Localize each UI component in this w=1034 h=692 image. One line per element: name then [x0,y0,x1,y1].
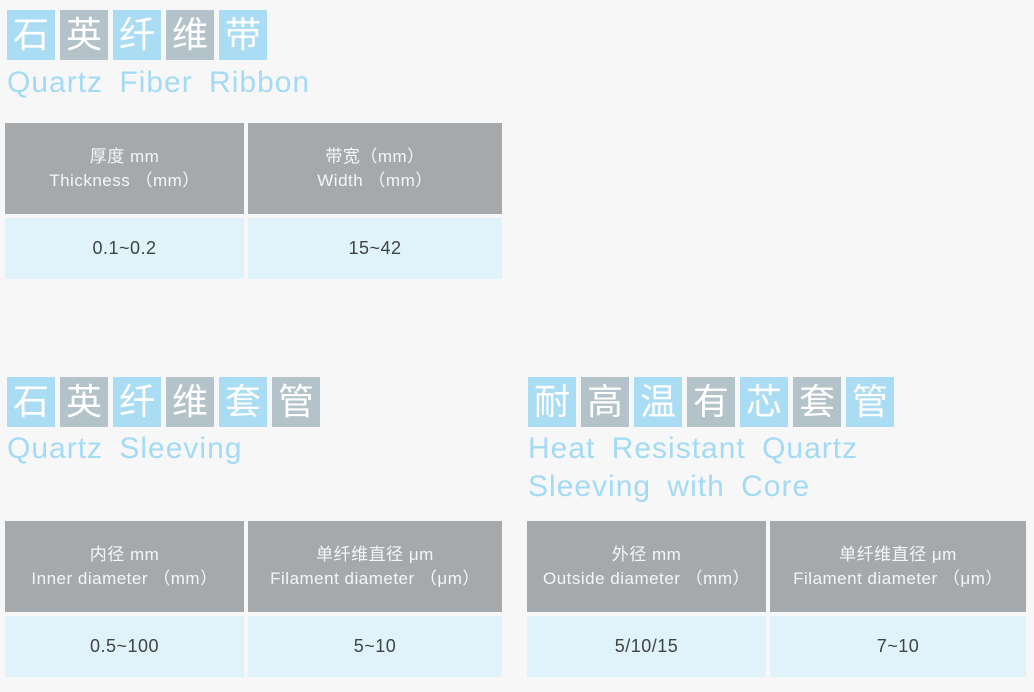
header-en: Outside diameter （mm） [543,568,750,588]
header-en: Thickness （mm） [49,170,200,190]
section-subtitle-quartz-fiber-ribbon: Quartz Fiber Ribbon [7,66,311,99]
section-title-heat-resistant-sleeving: 耐 高 温 有 芯 套 管 [528,377,894,427]
header-zh: 外径 mm [611,544,682,564]
spec-table-quartz-sleeving: 内径 mm Inner diameter （mm） 单纤维直径 μm Filam… [5,521,502,677]
title-char: 管 [846,377,894,427]
subtitle-line-2: Sleeving with Core [528,470,811,503]
title-char: 纤 [113,10,161,60]
table-header-cell: 单纤维直径 μm Filament diameter （μm） [770,521,1026,612]
table-header-cell: 单纤维直径 μm Filament diameter （μm） [248,521,502,612]
header-zh: 单纤维直径 μm [316,544,434,564]
subtitle-line-1: Heat Resistant Quartz [528,432,859,465]
table-value-cell: 5/10/15 [527,616,766,677]
title-char: 维 [166,377,214,427]
table-value-cell: 7~10 [770,616,1026,677]
header-en: Inner diameter （mm） [31,568,218,588]
title-char: 维 [166,10,214,60]
title-char: 英 [60,10,108,60]
table-value-cell: 5~10 [248,616,502,677]
spec-table-heat-resistant-sleeving: 外径 mm Outside diameter （mm） 单纤维直径 μm Fil… [527,521,1026,677]
header-zh: 带宽（mm） [325,146,425,166]
table-value-cell: 0.5~100 [5,616,244,677]
title-char: 石 [7,10,55,60]
title-char: 带 [219,10,267,60]
title-char: 高 [581,377,629,427]
title-char: 英 [60,377,108,427]
section-title-quartz-sleeving: 石 英 纤 维 套 管 [7,377,320,427]
section-title-quartz-fiber-ribbon: 石 英 纤 维 带 [7,10,267,60]
title-char: 套 [219,377,267,427]
table-header-cell: 外径 mm Outside diameter （mm） [527,521,766,612]
title-char: 温 [634,377,682,427]
title-char: 石 [7,377,55,427]
table-value-cell: 15~42 [248,218,502,279]
spec-table-quartz-fiber-ribbon: 厚度 mm Thickness （mm） 带宽（mm） Width （mm） 0… [5,123,502,279]
title-char: 纤 [113,377,161,427]
table-header-cell: 内径 mm Inner diameter （mm） [5,521,244,612]
section-subtitle-quartz-sleeving: Quartz Sleeving [7,432,243,465]
title-char: 芯 [740,377,788,427]
table-header-cell: 带宽（mm） Width （mm） [248,123,502,214]
header-zh: 内径 mm [89,544,160,564]
title-char: 有 [687,377,735,427]
header-en: Filament diameter （μm） [793,568,1003,588]
title-char: 管 [272,377,320,427]
header-en: Filament diameter （μm） [270,568,480,588]
header-zh: 单纤维直径 μm [839,544,957,564]
title-char: 耐 [528,377,576,427]
title-char: 套 [793,377,841,427]
header-en: Width （mm） [317,170,433,190]
header-zh: 厚度 mm [89,146,160,166]
table-value-cell: 0.1~0.2 [5,218,244,279]
table-header-cell: 厚度 mm Thickness （mm） [5,123,244,214]
section-subtitle-heat-resistant-sleeving: Heat Resistant Quartz Sleeving with Core [528,430,858,506]
